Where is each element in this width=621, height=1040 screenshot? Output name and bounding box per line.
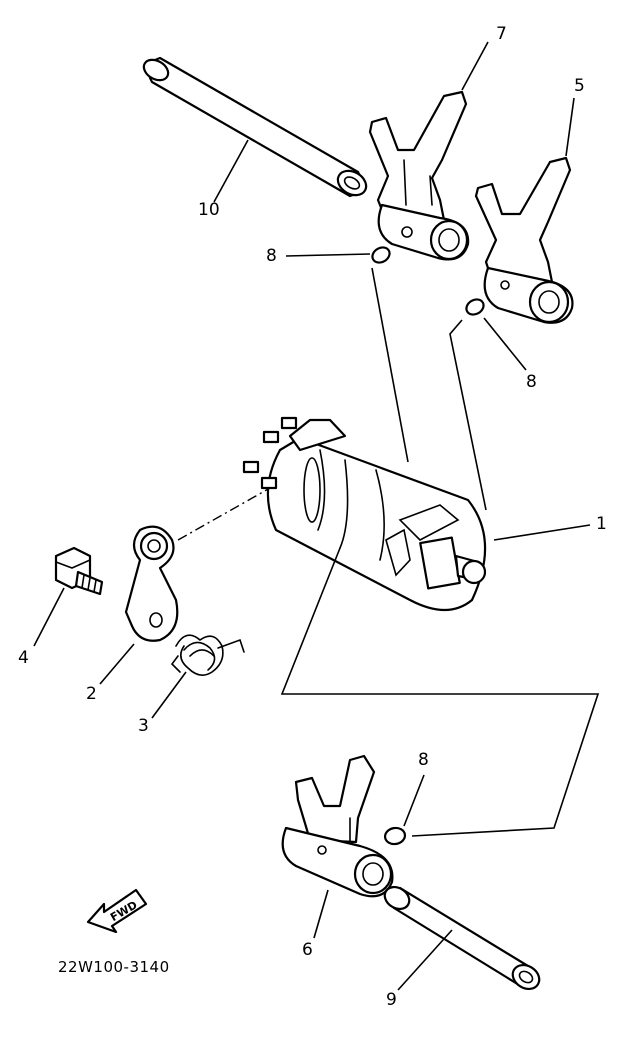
shift-fork-shaft-lower	[383, 885, 541, 991]
callout-7: 7	[496, 24, 507, 44]
drawing-code: 22W100-3140	[58, 958, 170, 976]
shift-drum	[242, 416, 487, 611]
guide-pin-upper	[371, 246, 391, 264]
shift-fork-5	[474, 156, 574, 324]
callout-8-upper: 8	[266, 246, 277, 266]
torsion-spring	[170, 634, 245, 676]
callout-6: 6	[302, 940, 313, 960]
shift-fork-6	[281, 754, 394, 898]
callout-8-lower: 8	[418, 750, 429, 770]
callout-1: 1	[596, 514, 607, 534]
leader-lines	[33, 41, 600, 991]
fwd-arrow-icon	[86, 888, 148, 934]
callout-4: 4	[18, 648, 29, 668]
stopper-lever	[124, 525, 179, 642]
bolt	[54, 546, 104, 596]
callout-9: 9	[386, 990, 397, 1010]
guide-pin-lower	[383, 826, 407, 846]
callout-3: 3	[138, 716, 149, 736]
callout-10: 10	[198, 200, 220, 220]
shift-fork-shaft-top	[142, 56, 368, 198]
callout-5: 5	[574, 76, 585, 96]
guide-pin-right	[465, 298, 485, 316]
shift-fork-7	[368, 90, 470, 261]
callout-2: 2	[86, 684, 97, 704]
callout-8-right: 8	[526, 372, 537, 392]
